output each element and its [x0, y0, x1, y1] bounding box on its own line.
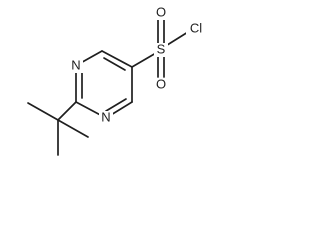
atom-label-oxygen-lower: O [156, 76, 166, 91]
mask-n-upper [69, 59, 83, 73]
atom-label-oxygen-upper: O [156, 4, 166, 19]
mask-chlorine [186, 22, 206, 36]
mask-oxygen-upper [154, 6, 168, 20]
ring-double-bond-bottom [105, 98, 127, 112]
bond-c5-to-sulfur [131, 52, 157, 68]
molecule-drawing: N N S O O Cl [27, 4, 206, 156]
chemical-structure-diagram: N N S O O Cl [0, 0, 222, 168]
bond-tertiary-carbon-to-methyl-right [57, 119, 89, 138]
atom-label-nitrogen-lower: N [101, 109, 110, 124]
atom-label-chlorine: Cl [190, 20, 202, 35]
mask-n-lower [99, 111, 113, 125]
atom-label-nitrogen-upper: N [71, 57, 80, 72]
bond-c2-to-tertiary-carbon [57, 101, 77, 121]
ring-bond-ch-top-to-c5 [101, 50, 133, 68]
mask-sulfur [154, 43, 168, 57]
atom-label-sulfur: S [157, 41, 166, 56]
bond-tertiary-carbon-to-methyl-left [27, 102, 59, 121]
ring-double-bond-top [103, 57, 126, 71]
mask-oxygen-lower [154, 78, 168, 92]
